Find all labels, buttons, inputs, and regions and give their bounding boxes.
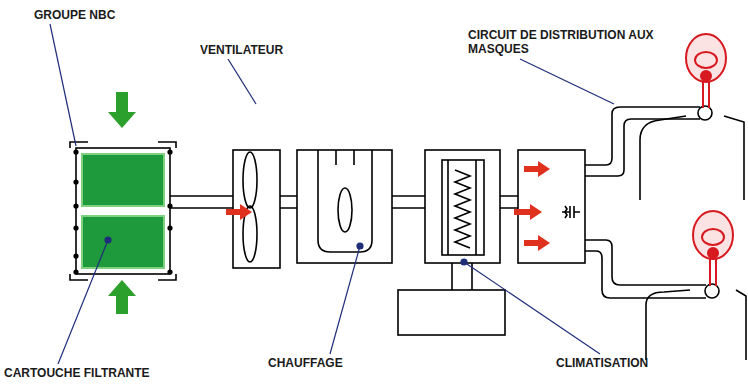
flow-arrow xyxy=(226,161,550,251)
distribution-box xyxy=(518,150,585,263)
valve-symbol xyxy=(562,206,580,218)
mask-hose xyxy=(703,81,709,108)
torso-outline xyxy=(640,116,744,200)
filter-cartridge xyxy=(82,216,164,268)
fan-blade xyxy=(243,152,257,208)
callout-label: CARTOUCHE FILTRANTE xyxy=(4,366,150,380)
exchanger-coil xyxy=(455,170,470,248)
mask-visor xyxy=(702,229,724,245)
leader-line xyxy=(464,262,600,354)
cooling-exchanger xyxy=(442,160,484,255)
mask-head xyxy=(686,34,726,82)
torso-outline xyxy=(646,290,746,360)
leader-line xyxy=(58,240,108,364)
mask-connector xyxy=(705,284,719,298)
housing-rivet xyxy=(73,149,172,274)
air-inlet-arrow xyxy=(108,280,136,314)
valve-spring xyxy=(565,206,567,218)
leader-line xyxy=(228,59,256,104)
duct xyxy=(170,196,233,208)
callout-label: CIRCUIT DE DISTRIBUTION AUX MASQUES xyxy=(468,28,658,56)
mask-valve xyxy=(701,71,711,81)
leader-line xyxy=(50,24,76,146)
mask-head xyxy=(693,211,733,259)
leader-dot xyxy=(357,243,363,249)
exchanger-wall xyxy=(448,160,476,255)
callout-label: GROUPE NBC xyxy=(34,8,115,22)
mask-hose xyxy=(710,258,716,286)
compressor-box xyxy=(398,290,505,335)
heater-coil xyxy=(338,188,352,232)
duct xyxy=(280,196,297,208)
callout-label: VENTILATEUR xyxy=(200,43,283,57)
mask-connector xyxy=(698,106,712,120)
cooling-pipe xyxy=(452,263,472,290)
leader-dot xyxy=(461,259,467,265)
heater-box xyxy=(297,150,392,263)
housing-bracket xyxy=(70,142,176,280)
callout-label: CHAUFFAGE xyxy=(268,356,343,370)
leader-dot xyxy=(105,237,111,243)
heater-chamber xyxy=(318,150,372,252)
mask-pipe xyxy=(585,119,700,176)
mask-pipe xyxy=(585,240,706,285)
mask-visor xyxy=(695,52,717,68)
mask-valve xyxy=(708,248,718,258)
filter-cartridge xyxy=(82,154,164,206)
air-inlet-arrow xyxy=(108,92,136,128)
leader-line xyxy=(330,246,360,354)
heater-element xyxy=(336,150,354,165)
filter-housing xyxy=(76,148,170,274)
duct xyxy=(392,196,425,208)
leader-line xyxy=(520,59,614,104)
callout-label: CLIMATISATION xyxy=(556,356,648,370)
duct xyxy=(500,196,518,208)
cooling-box xyxy=(425,150,500,263)
